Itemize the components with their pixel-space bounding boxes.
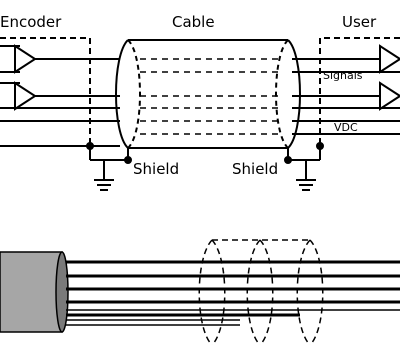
- cable-jacket: [0, 251, 63, 333]
- driver-triangle-1: [14, 44, 37, 74]
- vdc-label: VDC: [334, 121, 358, 134]
- cable-right-end-back: [287, 39, 301, 149]
- schematic: Encoder Cable User: [0, 13, 400, 191]
- shield-foil: [198, 239, 324, 345]
- cable-cutaway: [0, 239, 400, 345]
- cable-drain-wires: [66, 309, 400, 326]
- cable-left-end-front: [115, 39, 129, 149]
- user-label: User: [342, 13, 377, 31]
- cable-jacket-end: [55, 251, 69, 333]
- shield-label-right: Shield: [232, 160, 278, 178]
- driver-triangle-2: [14, 81, 37, 111]
- cable-right-end-front: [275, 39, 289, 149]
- receiver-triangle-2: [379, 81, 400, 111]
- encoder-label: Encoder: [0, 13, 62, 31]
- encoder-conductors: [0, 45, 120, 147]
- cable-label: Cable: [172, 13, 215, 31]
- receiver-triangle-1: [379, 44, 400, 74]
- cable-conductors: [66, 260, 400, 317]
- cable-inner-conductors: [140, 58, 280, 135]
- right-shield-ground: [284, 142, 324, 191]
- user-enclosure: [319, 37, 400, 147]
- encoder-enclosure: [0, 37, 91, 147]
- cable-left-end-back: [127, 39, 141, 149]
- shield-label-left: Shield: [133, 160, 179, 178]
- signals-label: Signals: [323, 69, 363, 82]
- left-shield-ground: [86, 142, 132, 191]
